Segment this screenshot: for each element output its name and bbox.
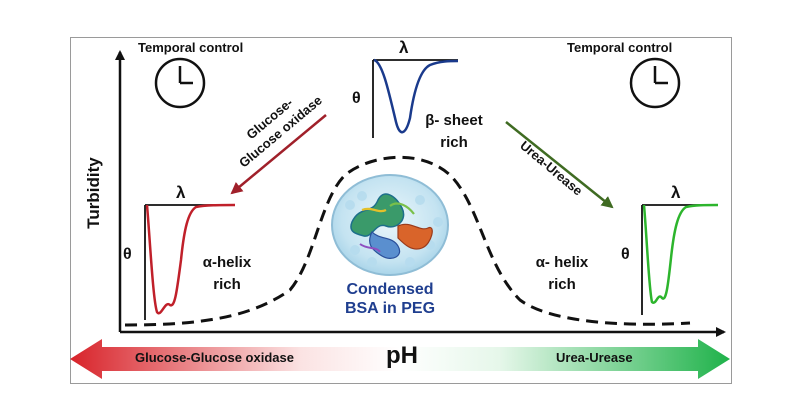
y-axis-label: Turbidity <box>84 157 103 229</box>
temporal-control-right-label: Temporal control <box>567 40 673 55</box>
alpha-helix-right-label-line1: α- helix <box>535 254 589 271</box>
alpha-helix-right-label: α- helix rich <box>522 252 602 296</box>
theta-top: θ <box>352 90 361 107</box>
beta-sheet-label-line2: rich <box>440 134 468 151</box>
x-axis-label: pH <box>386 342 418 369</box>
bottom-bar-left-label: Glucose-Glucose oxidase <box>135 350 294 365</box>
alpha-spectrum-right-plot <box>641 203 719 315</box>
condensed-bsa-label-line2: BSA in PEG <box>344 300 436 317</box>
theta-right: θ <box>621 246 630 263</box>
clock-icon-left <box>154 57 206 109</box>
lambda-top: λ <box>399 38 409 57</box>
ph-gradient-bar <box>70 339 730 379</box>
alpha-helix-left-label: α-helix rich <box>187 252 267 296</box>
beta-sheet-label-line1: β- sheet <box>425 112 483 129</box>
alpha-helix-right-label-line2: rich <box>548 276 576 293</box>
bottom-bar-right-label: Urea-Urease <box>556 350 633 365</box>
beta-sheet-label: β- sheet rich <box>414 110 494 154</box>
alpha-spectrum-left-plot <box>144 203 236 320</box>
beta-spectrum-plot <box>372 58 459 138</box>
lambda-right: λ <box>671 183 681 202</box>
right-diagonal-arrow <box>505 121 614 209</box>
condensed-bsa-label-line1: Condensed <box>346 281 434 298</box>
left-diagonal-arrow <box>230 114 327 195</box>
lambda-left: λ <box>176 183 186 202</box>
clock-icon-right <box>629 57 681 109</box>
theta-left: θ <box>123 246 132 263</box>
temporal-control-left-label: Temporal control <box>138 40 244 55</box>
turbidity-curve <box>124 155 691 327</box>
alpha-helix-left-label-line2: rich <box>213 276 241 293</box>
alpha-helix-left-label-line1: α-helix <box>202 254 252 271</box>
condensed-bsa-label: Condensed BSA in PEG <box>325 280 455 318</box>
bsa-protein-image <box>331 174 449 276</box>
